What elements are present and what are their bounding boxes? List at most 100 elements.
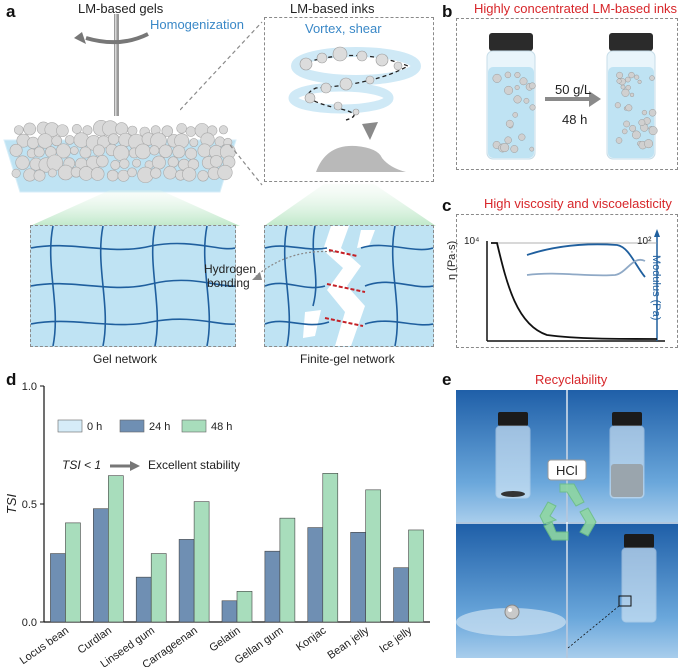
y-axis-label: TSI	[4, 494, 19, 515]
lm-droplet	[107, 133, 120, 145]
lm-droplet	[316, 52, 328, 64]
zoom-connector	[180, 21, 263, 186]
bar-24h	[264, 550, 281, 623]
lm-droplet	[135, 143, 151, 160]
lm-droplet	[132, 158, 141, 168]
bar-24h	[178, 539, 195, 623]
panel-b-title: Highly concentrated LM-based inks	[474, 1, 678, 16]
lm-droplet	[14, 125, 24, 135]
tsi-note-arrow	[110, 461, 140, 471]
lm-droplet	[648, 109, 657, 117]
bar-24h	[93, 508, 109, 623]
lm-droplet	[113, 144, 130, 161]
lm-droplet	[621, 128, 628, 135]
legend-label: 0 h	[87, 421, 102, 433]
lm-droplet	[182, 167, 197, 182]
lm-droplet	[648, 126, 658, 136]
gel-tray-illustration	[3, 120, 237, 193]
vortex-illustration	[288, 46, 421, 172]
x-tick-label: Gelatin	[207, 625, 242, 655]
lm-droplet	[492, 73, 502, 83]
lm-droplet	[529, 146, 535, 152]
lm-droplet	[9, 143, 23, 157]
lm-droplet	[48, 168, 57, 178]
eta-tick: 10⁴	[464, 236, 480, 247]
green-glow-left	[30, 190, 240, 226]
lm-droplet	[529, 104, 536, 111]
panel-b-letter: b	[442, 2, 453, 21]
y-tick-label: 0.0	[22, 617, 37, 629]
lm-droplet	[82, 125, 93, 136]
x-tick-label: Bean jelly	[325, 624, 371, 661]
lm-droplet	[510, 145, 519, 153]
lm-droplet	[218, 125, 228, 135]
lm-droplet	[149, 145, 160, 156]
panel-c-title: High viscosity and viscoelasticity	[484, 196, 672, 211]
bar-24h	[307, 527, 324, 623]
bar-24h	[393, 567, 409, 623]
legend-swatch	[57, 419, 83, 433]
hydrogen-bonding-label-1: Hydrogen	[204, 262, 257, 276]
lm-droplet	[56, 124, 69, 137]
finite-gel-illustration	[265, 226, 433, 346]
hcl-label: HCl	[556, 463, 578, 478]
finite-gel-network-label: Finite-gel network	[300, 352, 395, 366]
lm-droplet	[51, 135, 63, 147]
bar-48h	[279, 517, 296, 623]
x-tick-label: Konjac	[294, 624, 329, 653]
lm-droplet	[33, 169, 46, 182]
recycle-photos	[456, 390, 678, 658]
modulus-tick: 10²	[637, 236, 652, 247]
panel-a-letter: a	[6, 2, 16, 21]
lm-droplet	[189, 138, 199, 147]
lm-droplet	[119, 158, 130, 169]
lm-droplet	[161, 125, 173, 137]
lm-droplet	[615, 137, 623, 144]
lm-droplet	[304, 92, 316, 104]
panel-b-box	[456, 18, 678, 170]
x-tick-label: Ice jelly	[377, 624, 414, 655]
lm-droplet	[644, 139, 654, 149]
legend-swatch	[119, 419, 145, 433]
panel-c-letter: c	[442, 196, 452, 215]
green-glow-right	[264, 184, 436, 226]
lm-droplet	[500, 143, 510, 153]
lm-droplet	[356, 50, 368, 62]
lm-droplet	[628, 71, 635, 79]
lm-droplet	[127, 167, 137, 178]
hydrogen-bonding-label-2: bonding	[207, 276, 250, 290]
tsi-note-rhs: Excellent stability	[148, 458, 241, 472]
lm-inks-title: LM-based inks	[290, 1, 375, 16]
lm-droplet	[629, 124, 637, 132]
gel-network-illustration	[31, 226, 235, 346]
lm-droplet	[27, 136, 40, 149]
lm-droplet	[172, 145, 186, 159]
panel-c-box	[456, 214, 678, 348]
lm-droplet	[37, 133, 53, 149]
homogenizer-illustration	[74, 14, 149, 116]
lm-droplet	[629, 92, 635, 98]
lm-inks-box	[264, 17, 434, 182]
lm-droplet	[514, 71, 521, 79]
lm-droplet	[504, 136, 512, 144]
lm-droplet	[299, 57, 313, 71]
vials-illustration	[486, 33, 658, 160]
bar-48h	[108, 475, 124, 623]
lm-droplet	[616, 78, 622, 84]
lm-droplet	[90, 167, 105, 181]
lm-droplet	[339, 77, 353, 91]
y-tick-label: 1.0	[22, 381, 37, 393]
lm-droplet	[64, 135, 75, 145]
lm-droplet	[623, 120, 630, 128]
lm-droplet	[504, 85, 514, 95]
lm-droplet	[504, 71, 512, 79]
modulus-axis-label: Modulus (Pa)	[650, 255, 662, 321]
lm-droplet	[151, 155, 166, 170]
lm-droplet	[110, 160, 121, 170]
bar-48h	[365, 489, 381, 623]
lm-droplet	[638, 119, 646, 127]
concentration-label: 50 g/L	[555, 82, 592, 97]
lm-droplet	[523, 97, 530, 104]
legend-label: 24 h	[149, 421, 170, 433]
